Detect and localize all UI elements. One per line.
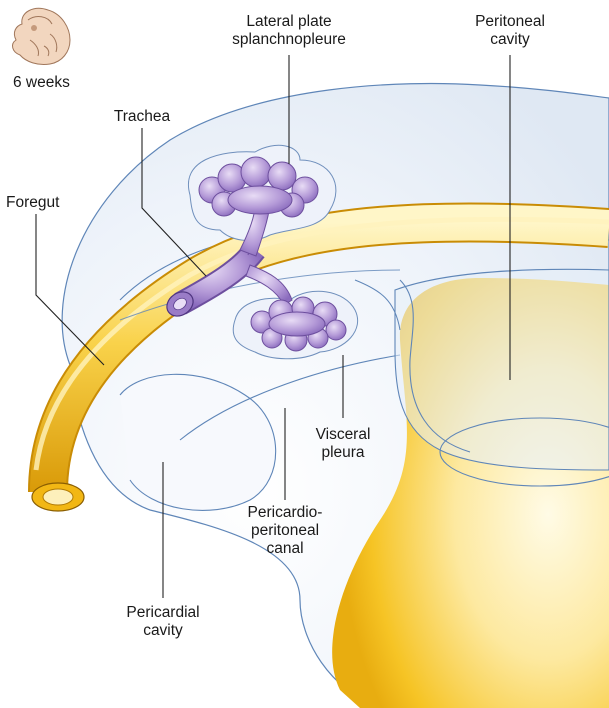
label-foregut: Foregut <box>6 194 59 212</box>
label-pericardial-cavity: Pericardial cavity <box>113 604 213 640</box>
label-peritoneal-cavity: Peritoneal cavity <box>460 13 560 49</box>
stage-label: 6 weeks <box>13 74 70 92</box>
embryo-6-weeks-icon <box>13 8 70 64</box>
label-pericardio-peritoneal-canal: Pericardio- peritoneal canal <box>235 504 335 558</box>
label-visceral-pleura: Visceral pleura <box>302 426 384 462</box>
label-trachea: Trachea <box>102 108 182 126</box>
label-lateral-plate-splanchnopleure: Lateral plate splanchnopleure <box>219 13 359 49</box>
peritoneal-membrane <box>395 269 609 470</box>
